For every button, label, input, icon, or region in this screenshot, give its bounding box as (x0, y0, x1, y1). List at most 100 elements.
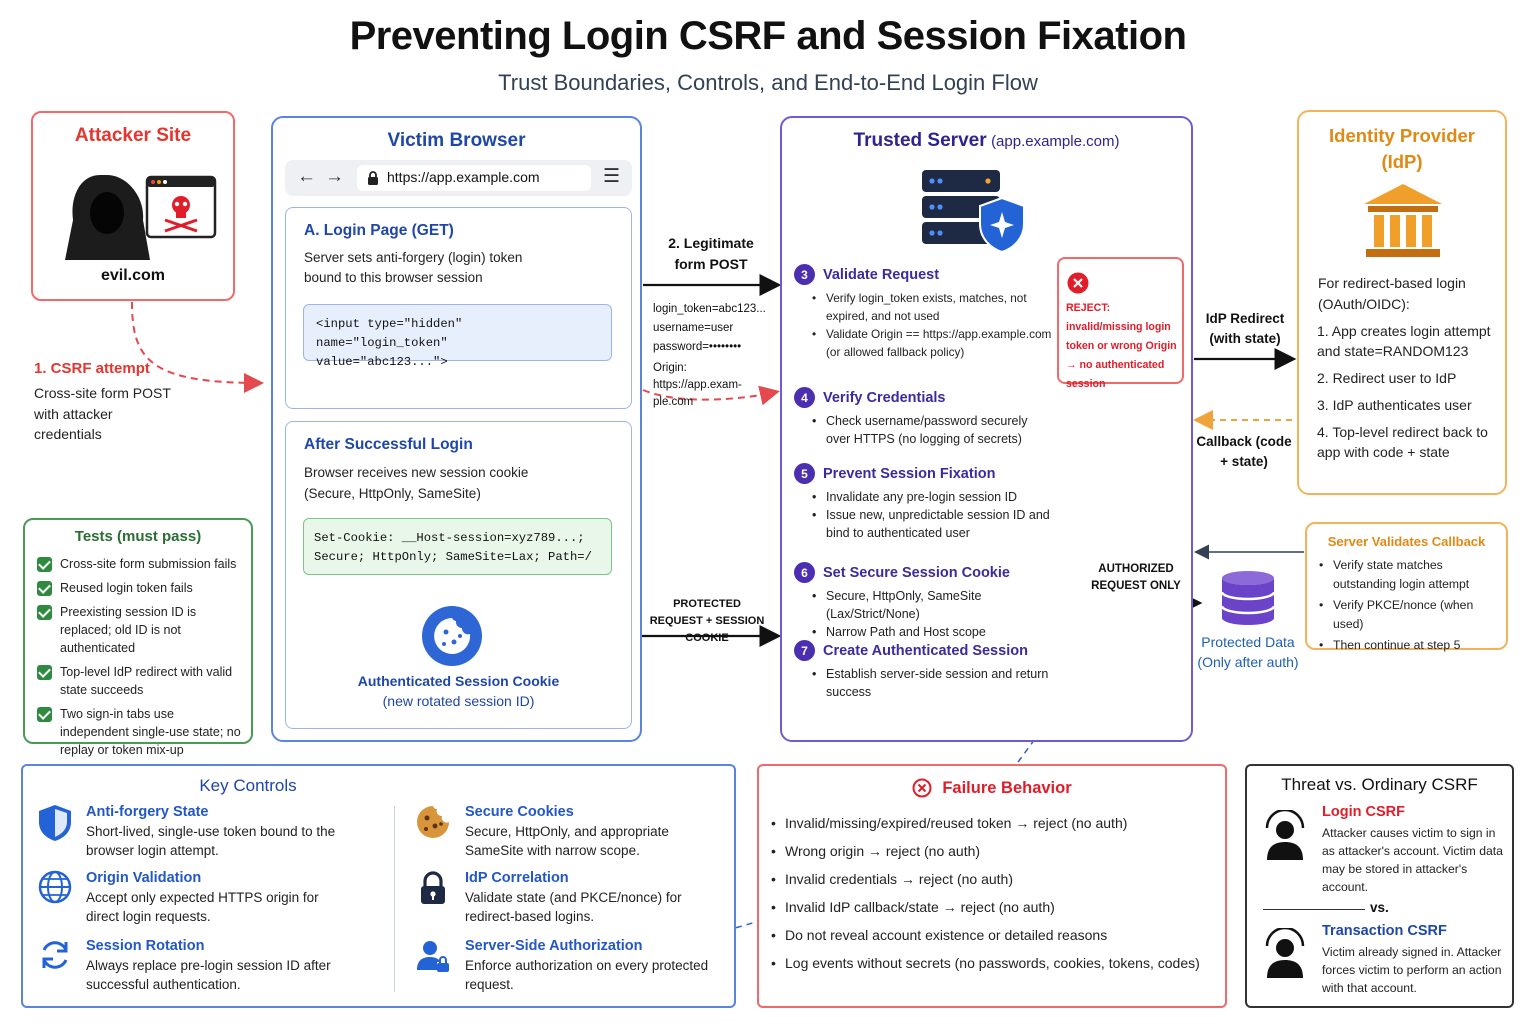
failure-list: Invalid/missing/expired/reused token → r… (771, 814, 1221, 982)
callback-item: Verify state matches outstanding login a… (1319, 556, 1507, 594)
idp-intro: For redirect-based login (OAuth/OIDC): (1318, 275, 1466, 312)
csrf-arrow (131, 301, 264, 393)
forward-icon[interactable]: → (325, 166, 344, 187)
checkbox-icon (37, 581, 52, 596)
kc-session-rotation: Session Rotation Always replace pre-logi… (38, 936, 338, 994)
attacker-site-title: Attacker Site (74, 125, 192, 146)
callback-item: Then continue at step 5 (1319, 636, 1507, 655)
protected-data-sub: (Only after auth) (1197, 654, 1299, 670)
idp-redirect-label: IdP Redirect (with state) (1205, 311, 1285, 346)
test-item-label: Preexisting session ID is replaced; old … (60, 605, 197, 655)
post-label: 2. Legitimate form POST (668, 235, 754, 272)
kc-session-rotation-desc: Always replace pre-login session ID afte… (86, 958, 331, 992)
idp-box: Identity Provider (IdP) For redirect-bas… (1297, 110, 1507, 495)
failure-box: Failure Behavior Invalid/missing/expired… (757, 764, 1227, 1008)
server-title-row: Trusted Server (app.example.com) (782, 130, 1191, 152)
kc-session-rotation-title: Session Rotation (86, 938, 205, 954)
kc-idp-correlation-title: IdP Correlation (465, 870, 569, 886)
bank-icon (1364, 184, 1442, 257)
padlock-icon (421, 871, 445, 904)
checkbox-icon (37, 557, 52, 572)
step-items: Secure, HttpOnly, SameSite (Lax/Strict/N… (812, 587, 1052, 641)
post-field: login_token=abc123... (653, 303, 766, 315)
cookie-icon (422, 606, 482, 666)
globe-icon (38, 870, 72, 904)
step-item: Validate Origin == https://app.example.c… (812, 325, 1062, 361)
post-field: password=•••••••• (653, 341, 742, 353)
tests-title: Tests (must pass) (74, 528, 202, 545)
step-number: 4 (794, 387, 815, 408)
test-item: Reused login token fails (37, 579, 243, 597)
step-number: 6 (794, 562, 815, 583)
idp-step: 3. IdP authenticates user (1317, 397, 1472, 413)
kc-server-authorization-desc: Enforce authorization on every protected… (465, 958, 709, 992)
callback-list: Verify state matches outstanding login a… (1319, 556, 1507, 657)
idp-steps: 1. App creates login attempt and state=R… (1317, 321, 1503, 469)
csrf-attempt-desc: Cross-site form POST with attacker crede… (34, 385, 171, 442)
database-icon (1220, 571, 1276, 625)
test-item-label: Cross-site form submission fails (60, 557, 237, 571)
callback-box: Server Validates Callback Verify state m… (1305, 522, 1508, 655)
checkbox-icon (37, 707, 52, 722)
server-step: 7 Create Authenticated SessionEstablish s… (794, 640, 1084, 701)
page-title: Preventing Login CSRF and Session Fixati… (349, 14, 1187, 58)
step-title: Create Authenticated Session (823, 642, 1028, 659)
kc-secure-cookies: Secure Cookies Secure, HttpOnly, and app… (415, 802, 715, 860)
login-token-code: <input type="hidden" name="login_token" … (303, 304, 612, 369)
transaction-csrf-desc: Victim already signed in. Attacker force… (1322, 945, 1502, 995)
kc-origin-title: Origin Validation (86, 870, 202, 886)
kc-origin: Origin Validation Accept only expected H… (38, 868, 338, 926)
test-item-label: Two sign-in tabs use independent single-… (60, 707, 241, 757)
kc-secure-cookies-desc: Secure, HttpOnly, and appropriate SameSi… (465, 824, 669, 858)
set-cookie-code-line2: Secure; HttpOnly; SameSite=Lax; Path=/ (314, 550, 592, 564)
menu-icon[interactable]: ☰ (603, 166, 621, 187)
server-host: (app.example.com) (991, 133, 1120, 150)
cookie-bite-icon (417, 806, 449, 838)
login-token-code-line2: value="abc123..."> (316, 355, 448, 369)
test-item: Top-level IdP redirect with valid state … (37, 663, 243, 699)
test-item-label: Reused login token fails (60, 581, 193, 595)
threat-vs: vs. (1370, 900, 1389, 915)
after-login-panel: After Successful Login Browser receives … (285, 421, 632, 729)
login-csrf-desc: Attacker causes victim to sign in as att… (1322, 826, 1503, 894)
failure-item: Log events without secrets (no passwords… (771, 954, 1221, 973)
post-origin: Origin: https://app.exam-ple.com (653, 362, 742, 408)
kc-idp-correlation: IdP Correlation Validate state (and PKCE… (415, 868, 715, 926)
test-item: Cross-site form submission fails (37, 555, 243, 573)
back-icon[interactable]: ← (297, 166, 316, 187)
kc-server-authorization-title: Server-Side Authorization (465, 938, 643, 954)
kc-origin-desc: Accept only expected HTTPS origin for di… (86, 890, 319, 924)
tests-box: Tests (must pass) Cross-site form submis… (23, 518, 253, 757)
hacker-icon (65, 175, 217, 260)
kc-anti-forgery-desc: Short-lived, single-use token bound to t… (86, 824, 336, 858)
idp-step: 4. Top-level redirect back to app with c… (1317, 424, 1488, 460)
reject-x-icon (1067, 272, 1089, 294)
login-csrf-title: Login CSRF (1322, 804, 1405, 820)
login-page-panel: A. Login Page (GET) Server sets anti-for… (285, 207, 632, 409)
set-cookie-code: Set-Cookie: __Host-session=xyz789...; Se… (303, 518, 612, 575)
authorized-label: AUTHORIZED REQUEST ONLY (1091, 563, 1181, 592)
reject-box: REJECT: invalid/missing login token or w… (1057, 257, 1184, 390)
idp-step: 1. App creates login attempt and state=R… (1317, 323, 1491, 359)
callback-box-title: Server Validates Callback (1327, 534, 1486, 549)
csrf-arrow-continue (642, 385, 780, 406)
step-number: 7 (794, 640, 815, 661)
kc-anti-forgery-title: Anti-forgery State (86, 804, 209, 820)
attacker-domain: evil.com (100, 267, 166, 284)
step-number: 3 (794, 264, 815, 285)
idp-title: Identity Provider (IdP) (1329, 125, 1475, 172)
cookie-sub: (new rotated session ID) (382, 693, 535, 709)
step-item: Verify login_token exists, matches, not … (812, 289, 1062, 325)
step-item: Establish server-side session and return… (812, 665, 1052, 701)
threat-divider (1263, 909, 1365, 910)
kc-server-authorization: Server-Side Authorization Enforce author… (415, 936, 715, 994)
url-bar[interactable]: https://app.example.com (357, 165, 591, 191)
callback-item: Verify PKCE/nonce (when used) (1319, 596, 1507, 634)
post-field: username=user (653, 322, 734, 334)
failure-x-icon (912, 778, 932, 798)
kc-anti-forgery: Anti-forgery State Short-lived, single-u… (38, 802, 338, 860)
